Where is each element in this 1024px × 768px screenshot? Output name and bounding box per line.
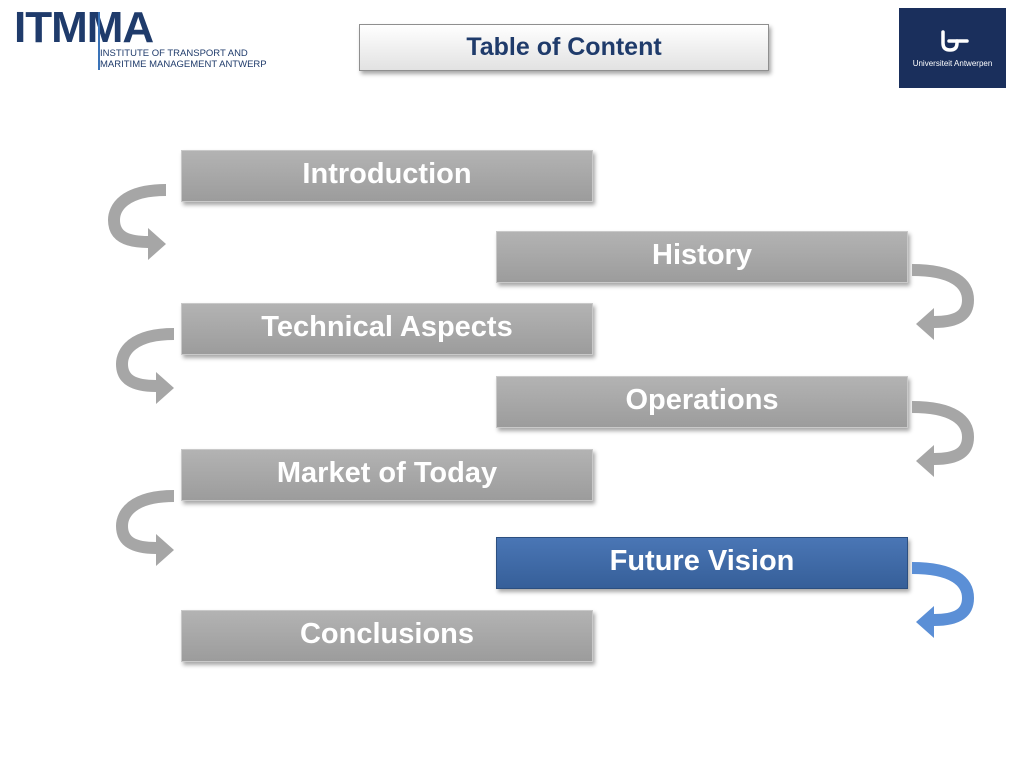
toc-item-label: Market of Today [276,456,498,489]
toc-item-label: Technical Aspects [261,310,513,343]
curved-arrow-left-icon [115,490,175,566]
toc-item-technical-aspects[interactable]: Technical Aspects [181,303,593,355]
university-logo: Universiteit Antwerpen [899,8,1006,88]
toc-item-market-of-today[interactable]: Market of Today [181,449,593,501]
curved-arrow-left-icon [107,184,167,260]
page-title: Table of Content [359,24,769,71]
curved-arrow-right-icon [911,401,975,477]
toc-item-label: Operations [625,383,779,416]
toc-item-conclusions[interactable]: Conclusions [181,610,593,662]
toc-item-future-vision[interactable]: Future Vision [496,537,908,589]
toc-item-label: Introduction [302,157,472,190]
toc-item-label: Conclusions [299,617,474,650]
toc-item-operations[interactable]: Operations [496,376,908,428]
university-name: Universiteit Antwerpen [912,58,993,68]
curved-arrow-active-icon [911,562,975,638]
curved-arrow-left-icon [115,328,175,404]
toc-item-history[interactable]: History [496,231,908,283]
toc-item-introduction[interactable]: Introduction [181,150,593,202]
org-name-line1: INSTITUTE OF TRANSPORT AND [100,48,248,59]
logo-divider [98,12,100,70]
itmma-logo: ITMMA INSTITUTE OF TRANSPORT AND MARITIM… [14,6,284,72]
page-title-text: Table of Content [466,33,662,61]
toc-item-label: History [652,238,752,271]
university-emblem-icon [940,29,969,52]
toc-item-label: Future Vision [609,544,795,577]
curved-arrow-right-icon [911,264,975,340]
org-name-line2: MARITIME MANAGEMENT ANTWERP [100,59,267,70]
itmma-wordmark: ITMMA [14,3,154,52]
